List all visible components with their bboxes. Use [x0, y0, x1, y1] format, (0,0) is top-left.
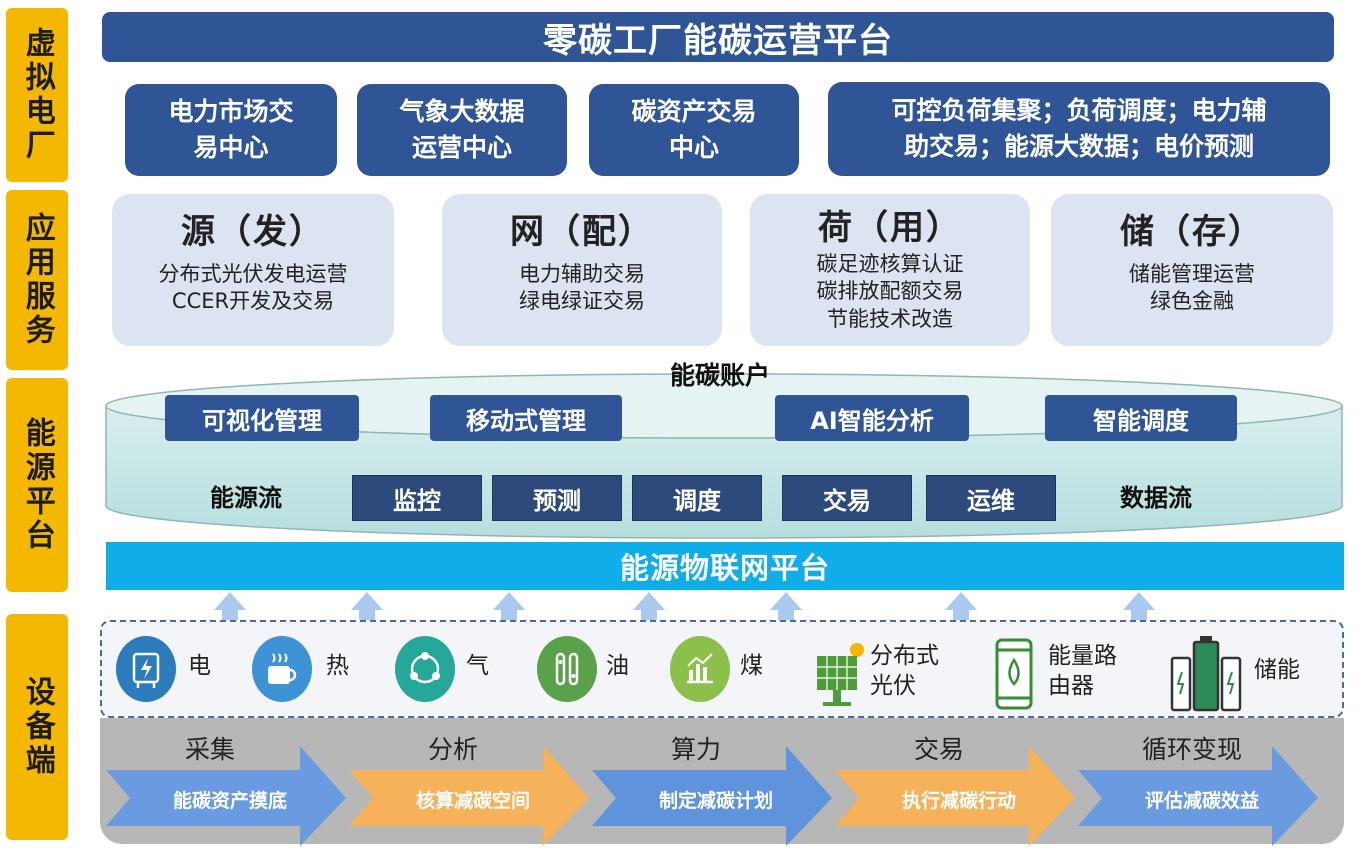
process-arrow [349, 746, 589, 846]
energy-router-icon [994, 636, 1034, 712]
device-label: 热 [326, 653, 349, 679]
vpp-box-power-market: 电力市场交易中心 [125, 84, 337, 176]
service-heading: 网（配） [510, 212, 654, 252]
device-label: 能量路由器 [1048, 643, 1117, 699]
service-line: 碳足迹核算认证 [816, 252, 964, 276]
side-label-device-end: 设备端 [6, 614, 68, 840]
mobile-management-button[interactable]: 移动式管理 [430, 395, 622, 441]
energy-carbon-account-title: 能碳账户 [669, 361, 770, 390]
service-heading: 储（存） [1120, 212, 1264, 252]
energy-flow-label: 能源流 [210, 484, 282, 512]
device-label: 油 [606, 653, 629, 679]
service-heading: 源（发） [181, 212, 325, 252]
stage-label: 交易 [913, 735, 964, 764]
service-line: 电力辅助交易 [519, 262, 645, 286]
gas-cycle-icon [395, 636, 455, 702]
side-label-app-services: 应用服务 [6, 190, 68, 370]
vpp-box-carbon-trading: 碳资产交易中心 [589, 84, 799, 176]
process-arrow [1078, 746, 1318, 846]
oil-icon [537, 636, 597, 702]
stage-label: 循环变现 [1141, 735, 1242, 764]
page-title: 零碳工厂能碳运营平台 [102, 12, 1334, 62]
solar-panel-icon [815, 638, 867, 710]
function-dispatch[interactable]: 调度 [632, 475, 762, 521]
process-arrow [592, 746, 832, 846]
service-heading: 荷（用） [818, 208, 962, 248]
service-line: 分布式光伏发电运营 [158, 262, 348, 286]
service-box-source: 源（发） 分布式光伏发电运营 CCER开发及交易 [112, 194, 394, 346]
process-arrow-text: 核算减碳空间 [415, 790, 530, 812]
data-flow-label: 数据流 [1120, 484, 1192, 512]
service-box-load: 荷（用） 碳足迹核算认证 碳排放配额交易 节能技术改造 [750, 194, 1030, 346]
function-monitor[interactable]: 监控 [352, 475, 482, 521]
process-arrows [106, 746, 1318, 846]
function-trade[interactable]: 交易 [782, 475, 912, 521]
service-line: 绿色金融 [1150, 289, 1234, 314]
stage-label: 分析 [427, 735, 478, 764]
electricity-icon [116, 636, 176, 702]
side-label-virtual-plant: 虚拟电厂 [6, 8, 68, 182]
process-arrow-text: 评估减碳效益 [1144, 790, 1259, 812]
function-maintenance[interactable]: 运维 [926, 475, 1056, 521]
process-arrow [835, 746, 1075, 846]
process-arrow-text: 能碳资产摸底 [172, 790, 287, 812]
battery-storage-icon [1170, 632, 1242, 714]
stage-label: 算力 [670, 735, 721, 764]
side-label-energy-platform: 能源平台 [6, 378, 68, 592]
device-label: 煤 [740, 653, 763, 679]
device-label: 气 [466, 653, 489, 679]
service-line: 碳排放配额交易 [816, 279, 964, 304]
process-arrow [106, 746, 346, 846]
ai-analysis-button[interactable]: AI智能分析 [775, 395, 969, 441]
service-box-storage: 储（存） 储能管理运营 绿色金融 [1051, 194, 1333, 346]
function-forecast[interactable]: 预测 [492, 475, 622, 521]
service-line: 绿电绿证交易 [519, 289, 645, 314]
visual-management-button[interactable]: 可视化管理 [165, 395, 359, 441]
device-label: 储能 [1254, 657, 1300, 683]
iot-platform-bar: 能源物联网平台 [106, 542, 1344, 590]
stage-label: 采集 [184, 735, 235, 764]
service-line: CCER开发及交易 [171, 289, 335, 314]
service-box-grid: 网（配） 电力辅助交易 绿电绿证交易 [442, 194, 722, 346]
smart-dispatch-button[interactable]: 智能调度 [1045, 395, 1237, 441]
service-line: 节能技术改造 [827, 306, 953, 331]
process-arrow-text: 制定减碳计划 [658, 790, 773, 812]
coal-chart-icon [670, 636, 730, 702]
heat-cup-icon [252, 636, 312, 702]
device-label: 电 [188, 653, 211, 679]
process-arrow-text: 执行减碳行动 [901, 790, 1016, 812]
vpp-box-load-aggregation: 可控负荷集聚；负荷调度；电力辅助交易；能源大数据；电价预测 [828, 82, 1330, 176]
vpp-box-weather-data: 气象大数据运营中心 [357, 84, 567, 176]
service-line: 储能管理运营 [1129, 262, 1255, 286]
device-label: 分布式光伏 [870, 643, 939, 699]
